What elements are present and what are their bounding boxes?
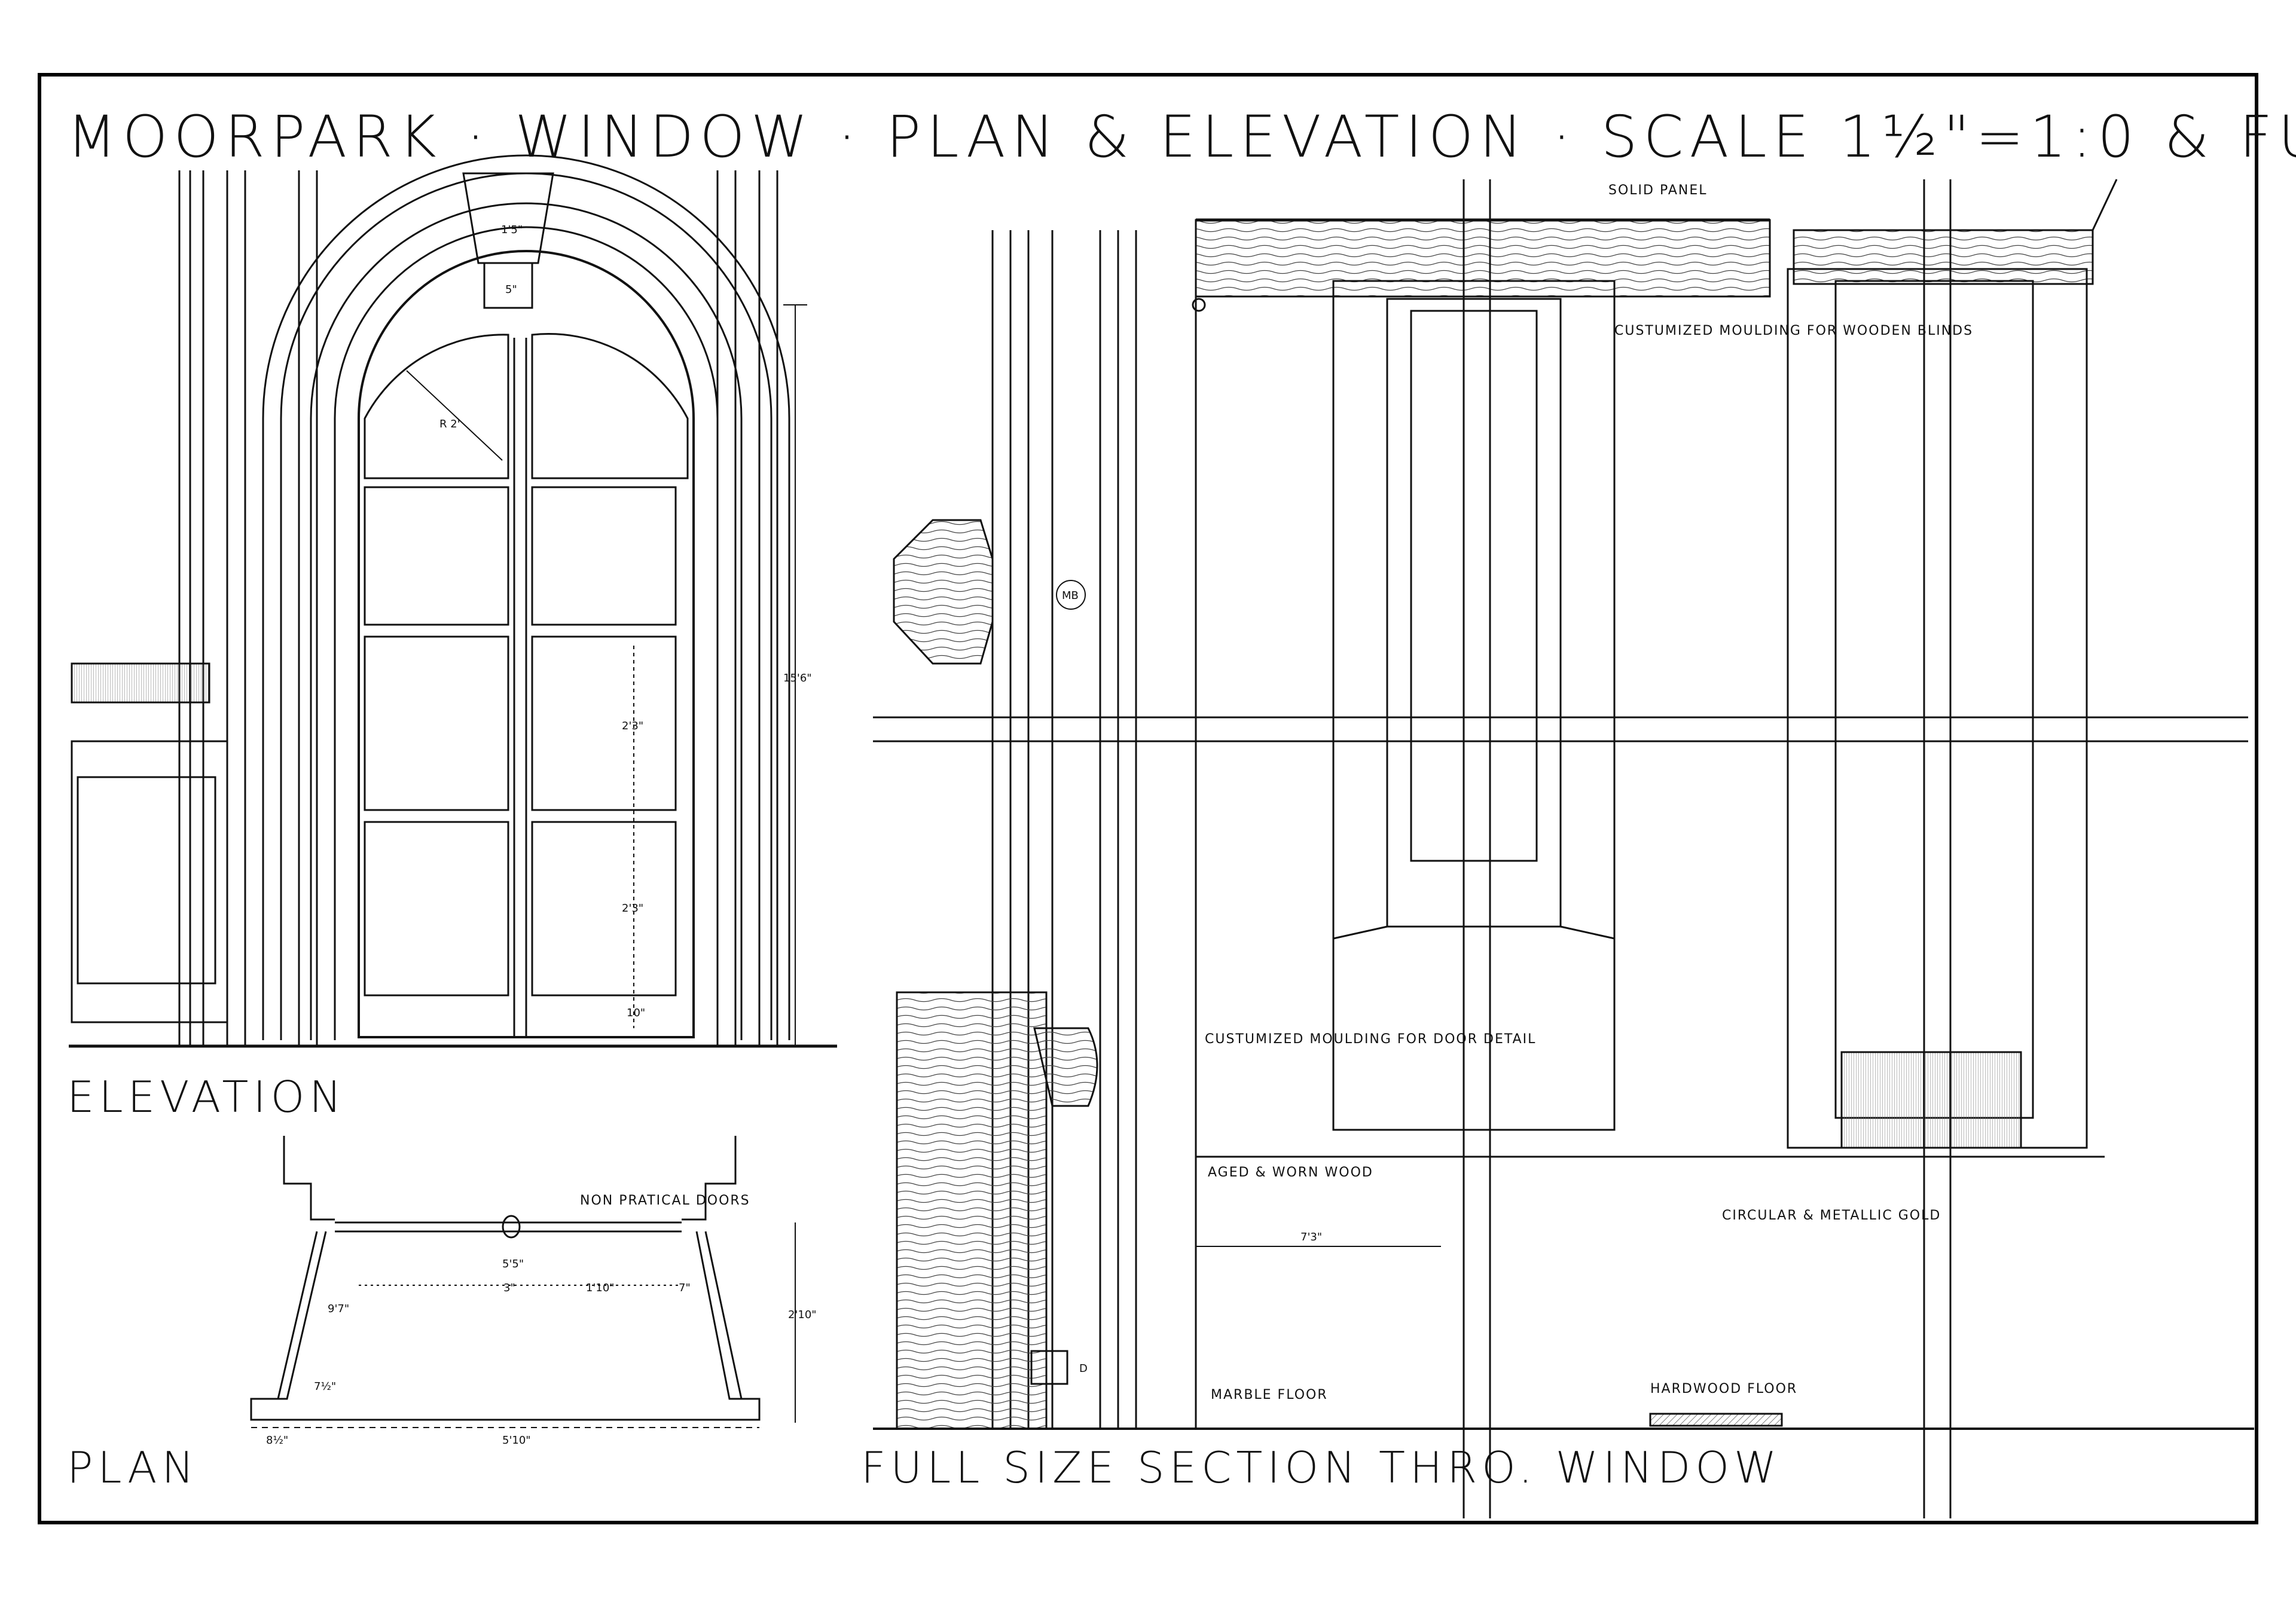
- note-hardwood-floor: HARDWOOD FLOOR: [1650, 1381, 1797, 1396]
- dim-plan-width-0: 5'5": [502, 1258, 524, 1270]
- dim-bottom-total: 5'10": [502, 1434, 531, 1447]
- sheet-border: [38, 73, 2258, 1524]
- dim-overall-height: 15'6": [783, 672, 812, 684]
- caption-section: FULL SIZE SECTION THRO. WINDOW: [861, 1442, 1781, 1493]
- dim-pane-upper: 2'3": [622, 720, 643, 732]
- note-solid-panel: SOLID PANEL: [1608, 183, 1707, 198]
- dim-arch-radius: R 2': [439, 418, 460, 430]
- plan-view: [250, 1136, 796, 1428]
- dim-bottom-rail: 10": [627, 1007, 645, 1019]
- dim-plan-depth: 2'10": [788, 1309, 817, 1321]
- drawing-title: MOORPARK · WINDOW · PLAN & ELEVATION · S…: [67, 103, 2296, 170]
- dim-reveal-upper: 9'7": [328, 1303, 349, 1315]
- note-circular-gold: CIRCULAR & METALLIC GOLD: [1722, 1208, 1941, 1223]
- section-view: [873, 179, 2254, 1518]
- note-blind-moulding: CUSTUMIZED MOULDING FOR WOODEN BLINDS: [1614, 323, 1973, 338]
- dim-plan-width-2: 1'10": [586, 1282, 615, 1294]
- note-marble-floor: MARBLE FLOOR: [1211, 1387, 1328, 1402]
- tag-d: D: [1079, 1362, 1088, 1375]
- dim-plan-width-3: 7": [679, 1282, 691, 1294]
- note-non-practical-doors: NON PRATICAL DOORS: [580, 1193, 750, 1208]
- note-aged-wood: AGED & WORN WOOD: [1208, 1165, 1373, 1180]
- dim-keystone-width: 5": [505, 283, 517, 296]
- dim-section-width: 7'3": [1300, 1231, 1322, 1243]
- dim-keystone-height: 1'5": [501, 224, 523, 236]
- caption-plan: PLAN: [67, 1442, 199, 1493]
- elevation-view: [69, 154, 837, 1048]
- dim-plan-width-1: 3": [503, 1282, 515, 1294]
- note-door-moulding: CUSTUMIZED MOULDING FOR DOOR DETAIL: [1205, 1032, 1536, 1047]
- tag-mb: MB: [1062, 589, 1079, 602]
- dim-reveal-lower: 7½": [314, 1380, 336, 1393]
- dim-pane-lower: 2'3": [622, 902, 643, 915]
- dim-bottom-left: 8½": [266, 1434, 288, 1447]
- caption-elevation: ELEVATION: [67, 1072, 346, 1122]
